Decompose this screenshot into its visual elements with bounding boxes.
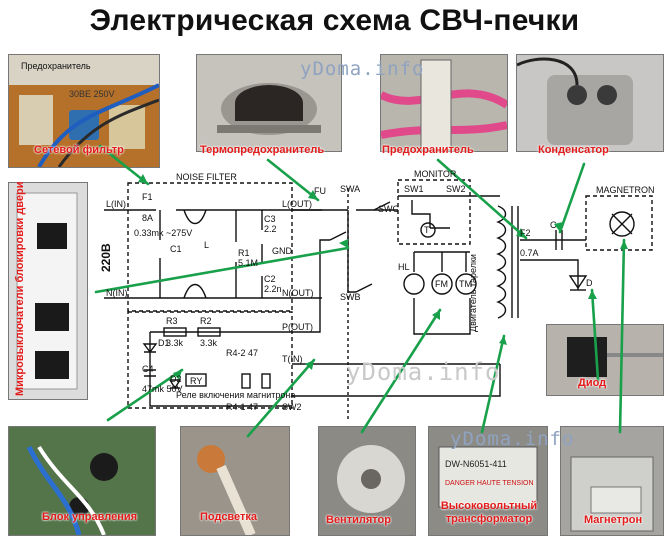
callout-door-switches: Микровыключатели блокировки двери [14, 181, 26, 396]
R3-label: R3 [166, 316, 178, 326]
callout-fuse: Предохранитель [382, 144, 474, 156]
gnd-label: GND [272, 246, 293, 256]
FM-label: FM [435, 279, 448, 289]
R4-1-label: R4-1 47 [226, 402, 258, 412]
callout-hv-transformer: Высоковольтный трансформатор [440, 500, 538, 525]
D-label: D [586, 278, 593, 288]
callout-diode: Диод [578, 377, 607, 389]
callout-thermal-fuse: Термопредохранитель [200, 144, 325, 156]
transformer-warning-text: DANGER HAUTE TENSION [445, 480, 534, 487]
C4-value: 47mk 50V [142, 384, 183, 394]
D1-label: D1 [158, 338, 170, 348]
N-in-label: N(IN) [106, 288, 128, 298]
callout-capacitor: Конденсатор [538, 144, 609, 156]
N-out-label: N(OUT) [282, 288, 314, 298]
R2-label: R2 [200, 316, 212, 326]
R3-value: 3.3k [166, 338, 184, 348]
backlight-photo [180, 426, 290, 536]
SW2-label: SW2 [446, 184, 466, 194]
R2-value: 3.3k [200, 338, 218, 348]
callout-arrows [94, 144, 626, 438]
L-out-label: L(OUT) [282, 199, 312, 209]
C2-label: C2 [264, 274, 276, 284]
SW1-label: SW1 [404, 184, 424, 194]
C3-label: C3 [264, 214, 276, 224]
noise-filter-label: NOISE FILTER [176, 172, 237, 182]
C-label: C [550, 220, 557, 230]
callout-network-filter: Сетевой фильтр [34, 144, 124, 156]
transformer-model-text: DW-N6051-411 [445, 459, 507, 469]
voltage-label: 220В [99, 243, 113, 272]
hv-transformer-photo: DW-N6051-411 DANGER HAUTE TENSION [428, 426, 548, 536]
fuse-photo-label: Предохранитель [21, 61, 91, 71]
control-unit-photo [8, 426, 156, 536]
callout-fan: Вентилятор [326, 514, 391, 526]
callout-control-unit: Блок управления [42, 511, 138, 523]
C4-label: C4 [142, 364, 154, 374]
HL-label: HL [398, 262, 410, 272]
door-switches-photo [8, 182, 88, 400]
F2-label: F2 [520, 228, 531, 238]
relay-caption: Реле включения магнитрона [176, 390, 295, 400]
C2-value: 2.2n [264, 284, 282, 294]
C1-label: C1 [170, 244, 182, 254]
SWA-label: SWA [340, 184, 360, 194]
T-in-label: T(IN) [282, 354, 303, 364]
board-code-text: 30BE 250V [69, 89, 115, 99]
F1-label: F1 [142, 192, 153, 202]
D2-label: D2 [170, 374, 182, 384]
fuse-photo [380, 54, 508, 152]
L-in-label: L(IN) [106, 199, 126, 209]
relay-label: RY [190, 376, 202, 386]
T-label: T [424, 225, 430, 235]
FU-label: FU [314, 186, 326, 196]
monitor-label: MONITOR [414, 169, 457, 179]
turntable-motor-label: Двигатель тарелки [468, 254, 478, 332]
callout-magnetron: Магнетрон [584, 514, 643, 526]
watermark-middle: yDoma.info [346, 358, 501, 386]
R1-label: R1 [238, 248, 250, 258]
magnetron-photo [560, 426, 664, 536]
R4-2-label: R4-2 47 [226, 348, 258, 358]
C3-value: 2.2 [264, 224, 277, 234]
F2-rating: 0.7A [520, 248, 539, 258]
watermark-bottom: yDoma.info [450, 428, 575, 450]
fan-photo [318, 426, 416, 536]
magnetron-block-label: MAGNETRON [596, 185, 655, 195]
thermal-fuse-photo [196, 54, 342, 152]
TM-label: TM [459, 279, 472, 289]
choke-label: L [204, 240, 209, 250]
SW2-bottom-label: SW2 [282, 402, 302, 412]
P-out-label: P(OUT) [282, 322, 313, 332]
C1-value: 0.33mk ~275V [134, 228, 192, 238]
SWB-label: SWB [340, 292, 361, 302]
SWC-label: SWC [378, 204, 399, 214]
capacitor-photo [516, 54, 664, 152]
F1-rating: 8A [142, 213, 153, 223]
diode-photo [546, 324, 664, 396]
callout-backlight: Подсветка [200, 511, 258, 523]
watermark-top: yDoma.info [300, 58, 425, 80]
noise-filter-photo: 30BE 250V Предохранитель [8, 54, 160, 168]
page-title: Электрическая схема СВЧ-печки [89, 4, 580, 37]
R1-value: 5.1M [238, 258, 258, 268]
